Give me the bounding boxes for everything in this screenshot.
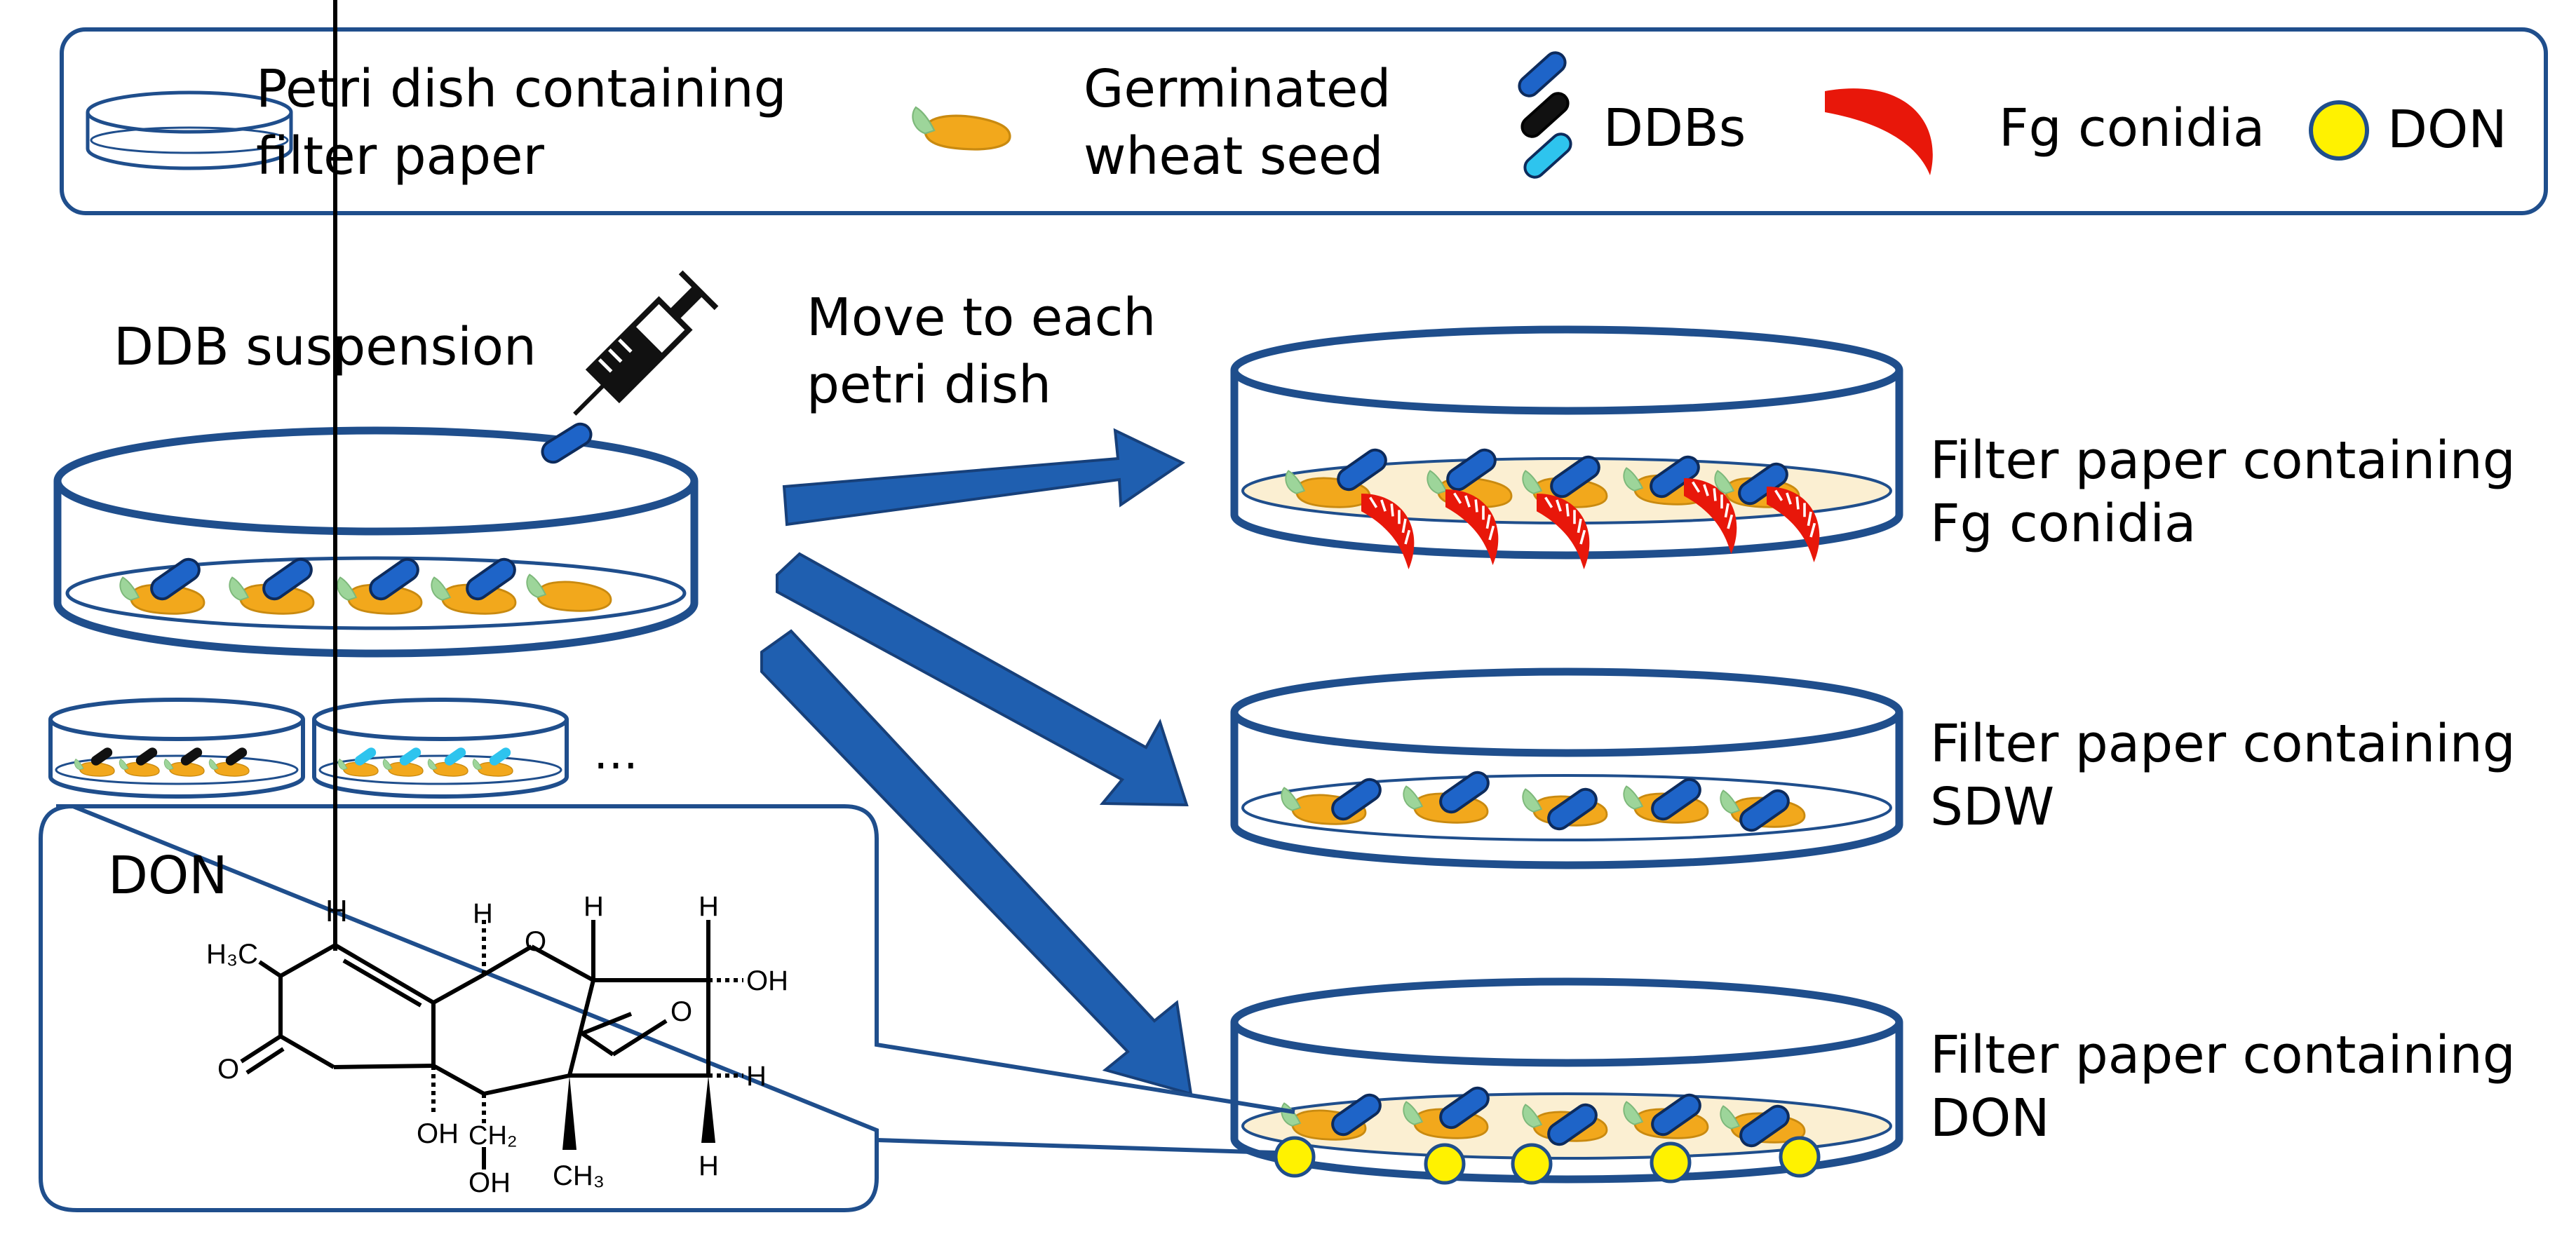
move-label-1: Move to each bbox=[807, 287, 1156, 348]
atom-h-top-left: H bbox=[325, 894, 348, 928]
atom-h-ring: H bbox=[473, 898, 493, 929]
atom-oh-right: OH bbox=[746, 965, 788, 996]
atom-ch3-bottom: CH₃ bbox=[553, 1160, 605, 1191]
legend-seed-label-2: wheat seed bbox=[1084, 126, 1383, 187]
atom-h-top-mid: H bbox=[584, 891, 604, 922]
legend-petri-label-1: Petri dish containing bbox=[256, 59, 787, 119]
fg-conidia-icon bbox=[1825, 88, 1933, 175]
arrow-to-sdw-dish bbox=[776, 552, 1189, 807]
legend-seed-label-1: Germinated bbox=[1084, 59, 1391, 119]
atom-oh-bottom: OH bbox=[417, 1118, 459, 1149]
legend-ddbs-label: DDBs bbox=[1603, 98, 1746, 158]
don-dish-label-2: DON bbox=[1930, 1088, 2050, 1148]
petri-dish-sdw bbox=[1230, 667, 1903, 869]
atom-h-top-right: H bbox=[699, 891, 719, 922]
source-petri-dish bbox=[53, 419, 699, 658]
legend-petri-label-2: filter paper bbox=[256, 126, 544, 187]
don-structure-panel: DON bbox=[39, 0, 1295, 1212]
legend-don-label: DON bbox=[2387, 100, 2507, 160]
small-petri-dish-cyan bbox=[312, 698, 569, 799]
ddb-suspension-label: DDB suspension bbox=[114, 317, 537, 377]
atom-h-bottom-right: H bbox=[699, 1151, 719, 1181]
atom-ch2: CH₂ bbox=[468, 1121, 518, 1151]
legend-fg-label: Fg conidia bbox=[1999, 98, 2265, 158]
don-molecule bbox=[240, 0, 743, 1169]
don-structure-frame bbox=[39, 804, 1295, 1212]
petri-dish-icon bbox=[86, 90, 293, 170]
atom-h3c: H₃C bbox=[206, 939, 258, 970]
structure-title: DON bbox=[108, 846, 228, 906]
atom-o-ring: O bbox=[525, 926, 546, 957]
ddb-icon bbox=[1518, 51, 1572, 179]
don-dish-label-1: Filter paper containing bbox=[1930, 1025, 2516, 1085]
move-label-2: petri dish bbox=[807, 355, 1051, 415]
sdw-dish-label-2: SDW bbox=[1930, 777, 2054, 837]
legend: Petri dish containing filter paper Germi… bbox=[60, 27, 2548, 215]
atom-o-epoxide: O bbox=[670, 996, 692, 1027]
callout-line-lower bbox=[876, 1138, 1276, 1155]
atom-h-right-low: H bbox=[746, 1061, 767, 1092]
syringe-icon bbox=[573, 270, 719, 416]
small-petri-dish-black bbox=[48, 698, 305, 799]
arrow-to-fg-dish bbox=[782, 428, 1185, 527]
petri-dish-don bbox=[1230, 977, 1903, 1183]
more-dishes-ellipsis: … bbox=[593, 728, 638, 780]
atom-oh-ch2: OH bbox=[468, 1167, 511, 1198]
fg-dish-label-2: Fg conidia bbox=[1930, 494, 2196, 554]
don-icon bbox=[2309, 100, 2369, 161]
atom-o-keto: O bbox=[217, 1054, 239, 1085]
wheat-seed-icon bbox=[911, 106, 1011, 151]
sdw-dish-label-1: Filter paper containing bbox=[1930, 714, 2516, 774]
petri-dish-fg-conidia bbox=[1230, 325, 1903, 571]
legend-frame bbox=[60, 27, 2548, 215]
fg-dish-label-1: Filter paper containing bbox=[1930, 430, 2516, 491]
